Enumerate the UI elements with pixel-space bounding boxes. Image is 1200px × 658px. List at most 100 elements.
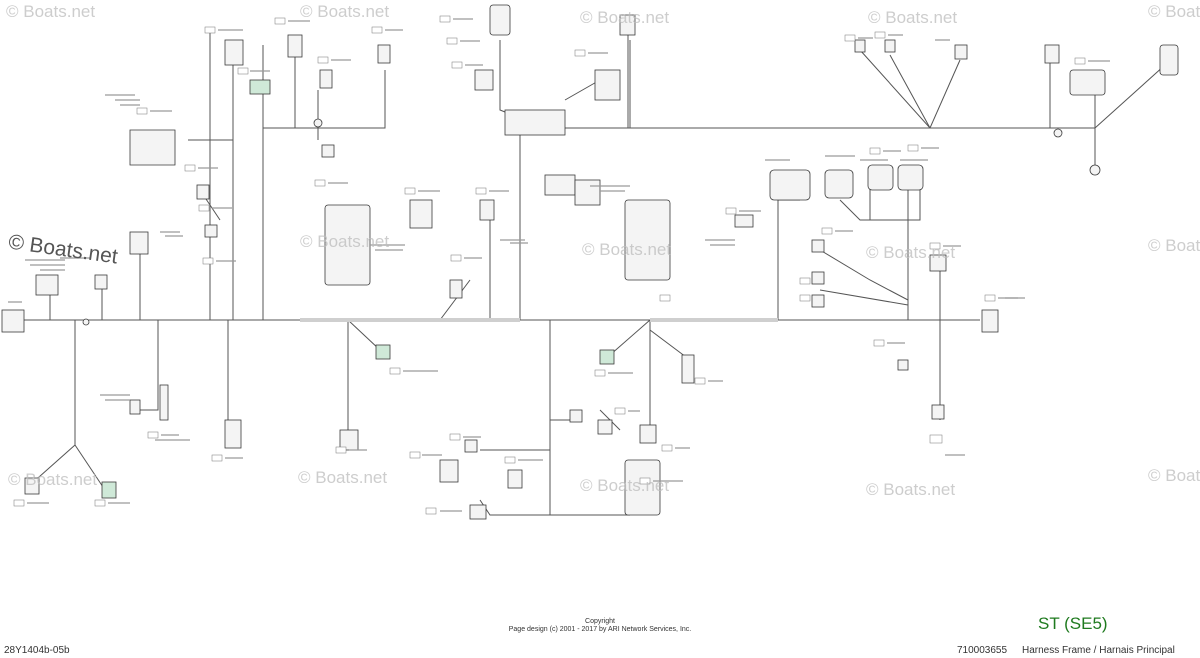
watermark: © Boats.net xyxy=(866,243,956,262)
connector xyxy=(769,169,811,201)
wire xyxy=(609,319,651,356)
connector xyxy=(159,384,169,421)
wire xyxy=(564,79,601,101)
connector xyxy=(897,164,924,191)
connector xyxy=(249,79,271,95)
wire xyxy=(839,180,921,221)
connector xyxy=(94,274,108,290)
wire-trunks xyxy=(20,30,1166,516)
connector xyxy=(464,439,478,453)
connector xyxy=(811,271,825,285)
wire xyxy=(135,320,159,411)
connector xyxy=(474,69,494,91)
wire xyxy=(347,319,381,351)
connector xyxy=(867,164,894,191)
connector xyxy=(449,279,463,299)
watermark: © Boats.net xyxy=(8,470,98,489)
connector xyxy=(929,254,947,272)
watermark: © Boats.net xyxy=(1148,466,1200,485)
connector xyxy=(931,404,945,420)
connector xyxy=(224,39,244,66)
wire xyxy=(929,59,961,129)
connector xyxy=(681,354,695,384)
connector xyxy=(594,69,621,101)
harness-sleeve xyxy=(300,318,520,322)
watermark: © Boats.net xyxy=(298,468,388,487)
harness-title: Harness Frame / Harnais Principal xyxy=(1022,645,1175,656)
connector xyxy=(489,4,511,36)
wire xyxy=(263,70,386,129)
grommet xyxy=(313,118,323,128)
connector xyxy=(811,239,825,253)
connector xyxy=(639,424,657,444)
wire xyxy=(1094,64,1166,129)
callout-text-lines xyxy=(8,18,1110,512)
wire xyxy=(439,279,471,321)
wire xyxy=(819,289,909,306)
connector xyxy=(479,199,495,221)
connector xyxy=(129,231,149,255)
watermark: © Boats.net xyxy=(6,2,96,21)
connector xyxy=(409,199,433,229)
connector xyxy=(811,294,825,308)
wire xyxy=(479,499,550,516)
connector xyxy=(319,69,333,89)
copyright-title: Copyright xyxy=(585,618,615,625)
connector xyxy=(224,419,242,449)
watermark: © Boats.net xyxy=(580,8,670,27)
ground-terminal xyxy=(1089,164,1101,176)
copyright-notice: Page design (c) 2001 - 2017 by ARI Netwo… xyxy=(508,626,692,633)
trunk-shading xyxy=(300,318,778,322)
connector xyxy=(1159,44,1179,76)
grommet xyxy=(1053,128,1063,138)
wire xyxy=(889,54,931,129)
connector xyxy=(597,419,613,435)
watermark: © Boats.net xyxy=(1148,2,1200,21)
connector xyxy=(569,409,583,423)
model-code: ST (SE5) xyxy=(1038,614,1108,633)
connector xyxy=(129,399,141,415)
connector xyxy=(439,459,459,483)
grommet xyxy=(82,318,90,326)
connector xyxy=(854,39,866,53)
wire xyxy=(29,320,76,486)
fuse-box-right xyxy=(624,199,671,281)
wire xyxy=(565,127,1096,175)
connector xyxy=(624,459,661,516)
wire xyxy=(819,249,909,301)
watermark: © Boats.net xyxy=(582,240,672,259)
wire xyxy=(859,49,931,129)
connector xyxy=(884,39,896,53)
connector xyxy=(375,344,391,360)
connector xyxy=(287,34,303,58)
connector xyxy=(619,14,636,36)
connector xyxy=(1,309,25,333)
connector xyxy=(24,477,40,495)
drawing-number: 28Y1404b-05b xyxy=(4,645,70,656)
connector xyxy=(544,174,576,196)
connector xyxy=(196,184,210,200)
watermark: © Boats.net xyxy=(866,480,956,499)
connector xyxy=(897,359,909,371)
connector xyxy=(599,349,615,365)
harness-sleeve xyxy=(650,318,778,322)
part-number: 710003655 xyxy=(957,645,1008,656)
watermark: © Boats.net xyxy=(580,476,670,495)
connector xyxy=(734,214,754,228)
junction-block xyxy=(504,109,566,136)
wire xyxy=(499,40,521,119)
connector xyxy=(35,274,59,296)
connector xyxy=(1069,69,1106,96)
connector xyxy=(574,179,601,206)
watermark: © Boats.net xyxy=(300,2,390,21)
wire xyxy=(74,444,106,491)
watermark: © Boats.net xyxy=(1148,236,1200,255)
connector xyxy=(981,309,999,333)
connector xyxy=(204,224,218,238)
connector xyxy=(507,469,523,489)
connector xyxy=(377,44,391,64)
watermark: © Boats.net xyxy=(300,232,390,251)
connector xyxy=(101,481,117,499)
connector xyxy=(469,504,487,520)
